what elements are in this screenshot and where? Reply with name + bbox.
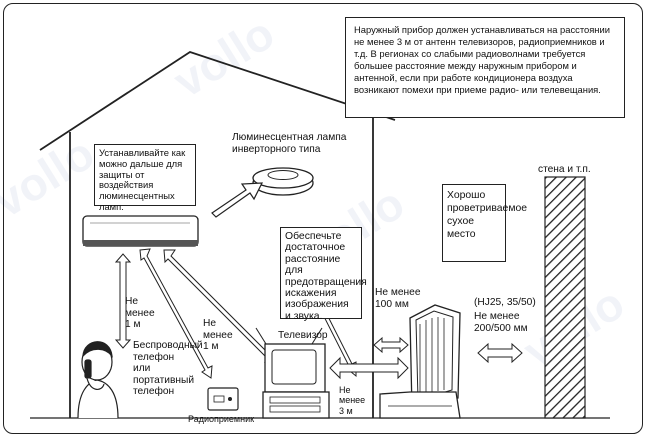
distance-note-box: Обеспечьте достаточное расстояние для пр… [280,227,367,322]
outdoor-unit [379,304,461,419]
wall-hatched [544,176,586,419]
indoor-unit [82,215,199,247]
clearance-arrows [329,336,523,380]
diagram-frame [3,3,643,434]
note-top-box: Наружный прибор должен устанавливаться н… [345,17,625,118]
distance-100mm: Не менее 100 мм [375,287,421,310]
fluorescent-lamp [252,167,314,196]
model-note: (HJ25, 35/50) [474,297,536,308]
distance-200-500mm: Не менее 200/500 мм [474,311,528,334]
distance-1m-left: Не менее 1 м [125,296,155,331]
person-with-phone [77,341,119,419]
install-note-box: Устанавливайте как можно дальше для защи… [94,144,196,212]
note-top-text: Наружный прибор должен устанавливаться н… [354,24,610,95]
radio-label: Радиоприемник [188,414,255,424]
wall-label: стена и т.п. [538,164,591,175]
tv-label: Телевизор [278,330,328,341]
phone-label: Беспроводный телефон или портативный тел… [133,340,203,398]
radio [207,387,239,411]
install-note-text: Устанавливайте как можно дальше для защи… [99,147,186,212]
tv-set [255,327,330,419]
distance-note-text: Обеспечьте достаточное расстояние для пр… [285,231,367,322]
ventilated-note-box: Хорошо проветриваемое сухое место [442,184,527,262]
ventilated-note-text: Хорошо проветриваемое сухое место [447,190,528,240]
arrow-to-lamp [211,182,263,218]
lamp-label: Люминесцентная лампа инверторного типа [232,132,347,155]
distance-1m-mid: Не менее 1 м [203,318,233,353]
distance-3m: Не менее 3 м [339,385,366,416]
